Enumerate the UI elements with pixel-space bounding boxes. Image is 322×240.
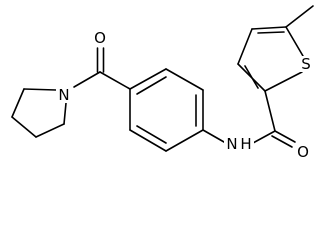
- bond-carbonyl-to-ring: [99, 71, 131, 90]
- bond-carbonyl-to-thiophene: [264, 90, 276, 132]
- atom-oxygen-top-label: O: [94, 29, 106, 47]
- bond-benzene-5: [129, 129, 167, 152]
- bond-pyrrolidine-3: [11, 116, 37, 138]
- atom-nitrogen-ring: N: [56, 86, 72, 104]
- bond-amide-carbonyl-b: [271, 135, 293, 148]
- bond-benzene-4: [165, 129, 204, 152]
- bond-carbonyl-to-n: [73, 71, 101, 88]
- bond-thiophene-4: [285, 26, 304, 57]
- bond-thiophene-inner-2: [257, 31, 285, 34]
- bond-pyrrolidine-4: [35, 123, 65, 138]
- atom-nitrogen-amide-label: N: [226, 135, 237, 153]
- bond-amide-carbonyl-a: [274, 130, 296, 143]
- bond-methyl: [285, 5, 314, 28]
- atom-labels: O N N H S O: [56, 29, 314, 161]
- bond-thiophene-inner-1: [244, 65, 259, 89]
- bond-nh-to-carbonyl: [252, 130, 276, 144]
- atom-oxygen-right-label: O: [297, 143, 309, 161]
- atom-nitrogen-ring-label: N: [58, 86, 69, 104]
- atom-oxygen-right: O: [295, 143, 311, 161]
- atom-hydrogen-amide-label: H: [240, 135, 251, 153]
- bond-thiophene-3: [251, 26, 287, 30]
- atom-nitrogen-amide: N H: [224, 135, 254, 153]
- bond-benzene-inner-3: [136, 125, 167, 144]
- bond-benzene-inner-1: [136, 76, 167, 95]
- bond-set: [11, 5, 314, 152]
- atom-sulfur: S: [298, 55, 314, 73]
- bond-thiophene-2: [237, 28, 253, 65]
- bond-pyrrolidine-1: [23, 88, 57, 91]
- bond-benzene-2: [165, 68, 204, 91]
- atom-sulfur-label: S: [301, 55, 311, 73]
- bond-thiophene-5: [264, 71, 303, 92]
- chemical-structure-diagram: O N N H S O: [11, 5, 314, 161]
- bond-pyrrolidine-5: [63, 102, 67, 125]
- bond-pyrrolidine-2: [11, 88, 25, 118]
- bond-benzene-1: [129, 68, 167, 90]
- atom-oxygen-top: O: [92, 29, 108, 47]
- bond-ring-to-nh: [202, 129, 225, 143]
